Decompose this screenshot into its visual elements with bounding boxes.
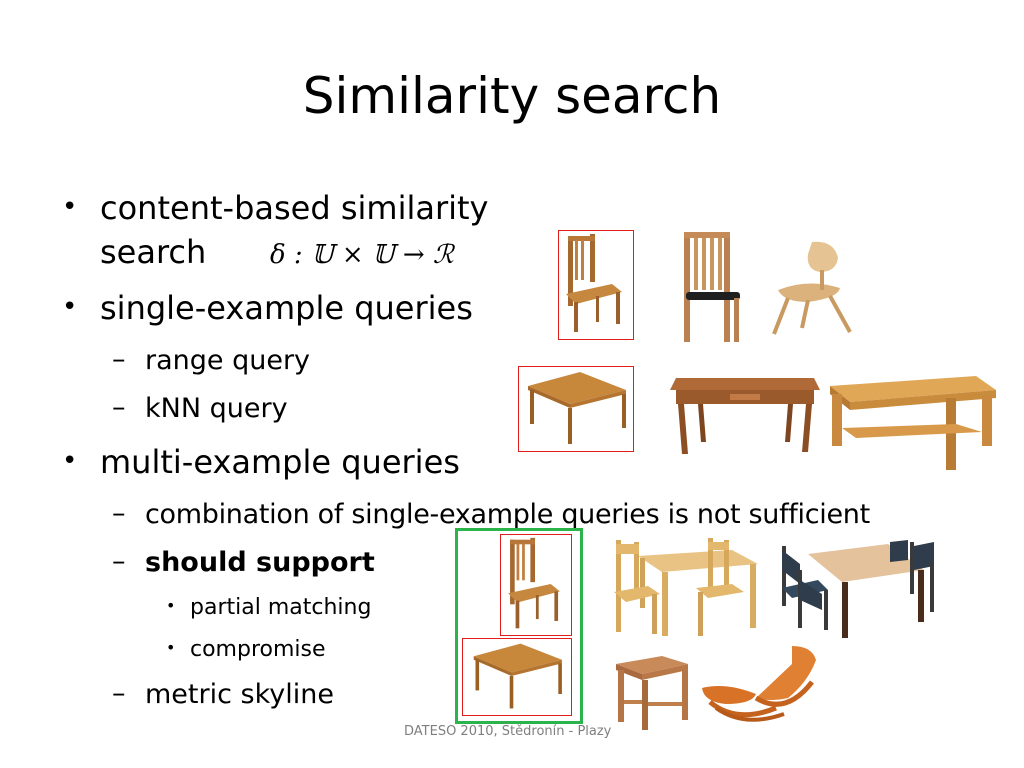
multi-query-frame (455, 528, 583, 724)
slide-title: Similarity search (302, 67, 722, 125)
multi-query-table-frame (462, 638, 572, 716)
lounge-chair-image (702, 646, 816, 722)
small-bullet-icon: • (166, 638, 176, 657)
dash-icon: – (112, 546, 126, 577)
dash-icon: – (112, 498, 126, 529)
bullet-content-based-line1: content-based similarity (100, 189, 489, 227)
bullet-icon: • (62, 192, 78, 222)
wooden-table-image (528, 372, 626, 444)
sub-should-support: should support (145, 547, 375, 578)
multi-query-chair-image (508, 537, 560, 629)
dash-icon: – (112, 678, 126, 709)
distance-formula: δ : 𝕌 × 𝕌 → ℛ (270, 240, 454, 270)
coffee-table-image (830, 376, 996, 470)
molded-plywood-chair-image (772, 241, 852, 335)
bullet-icon: • (62, 446, 78, 476)
query-table-frame (518, 366, 634, 452)
multi-query-table-image (473, 643, 562, 709)
black-seat-chair-image (684, 232, 740, 342)
sub-compromise: compromise (190, 637, 326, 662)
wooden-stool-image (616, 656, 688, 730)
sub-range-query: range query (145, 345, 311, 376)
bullet-icon: • (62, 292, 78, 322)
dash-icon: – (112, 344, 126, 375)
bullet-multi-example: multi-example queries (100, 443, 460, 481)
dash-icon: – (112, 392, 126, 423)
multi-query-chair-frame (500, 534, 572, 636)
wooden-chair-image (566, 234, 622, 332)
bullet-content-based-line2: search (100, 233, 207, 271)
sub-metric-skyline: metric skyline (145, 679, 334, 710)
query-chair-frame (558, 230, 634, 340)
bullet-single-example: single-example queries (100, 289, 473, 327)
dining-set-image (782, 540, 934, 638)
kids-table-set-image (614, 538, 758, 636)
sub-combination: combination of single-example queries is… (145, 499, 870, 530)
sub-partial-matching: partial matching (190, 595, 372, 620)
sub-knn-query: kNN query (145, 393, 288, 424)
small-bullet-icon: • (166, 596, 176, 615)
slide-footer: DATESO 2010, Štědronín - Plazy (404, 724, 612, 739)
writing-desk-image (670, 378, 820, 454)
